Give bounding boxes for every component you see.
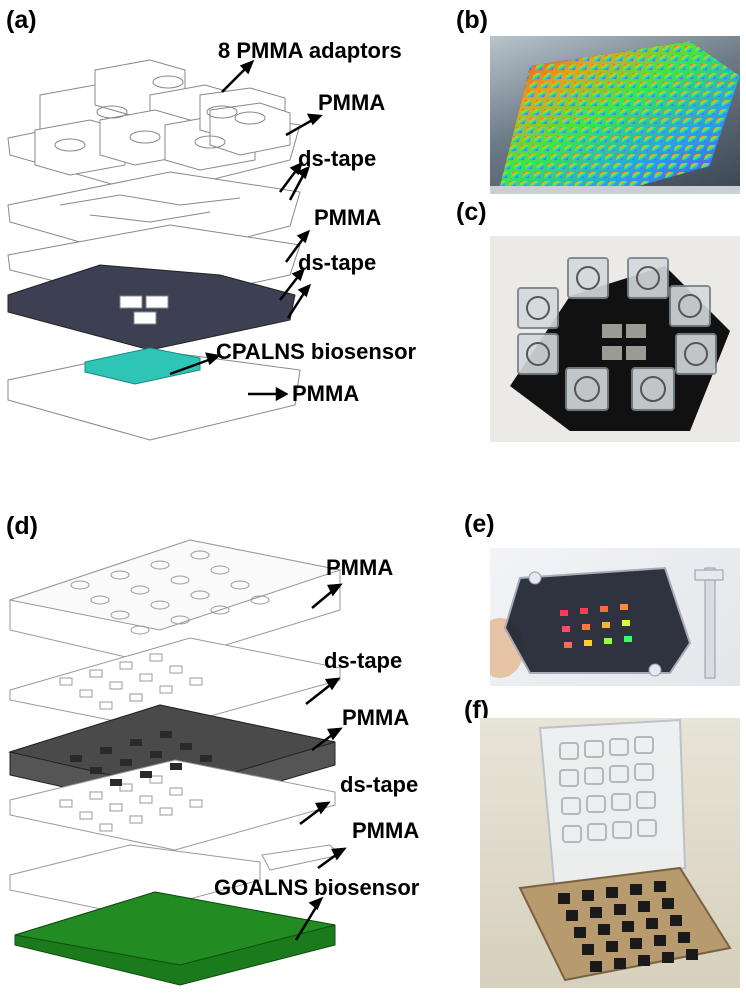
panel-label-a: (a)	[6, 6, 37, 34]
d-label-pmma-mid: PMMA	[342, 705, 410, 730]
d-ds-tape-1	[9, 637, 341, 731]
d-label-tape-1: ds-tape	[324, 648, 403, 673]
photo-e-color-spots	[560, 604, 632, 648]
photo-c-assembled-device	[490, 236, 740, 442]
photo-f-square-holes	[558, 881, 698, 972]
d-pmma-bottom	[9, 844, 261, 916]
panel-label-c: (c)	[456, 198, 487, 226]
d-dark-layer-holes	[70, 731, 212, 786]
panel-label-e: (e)	[464, 510, 495, 538]
photo-b-color-squares	[490, 41, 740, 194]
photo-b-nanostructure-array	[490, 36, 740, 194]
a-adaptor-cubes	[34, 59, 291, 176]
a-label-biosensor: CPALNS biosensor	[216, 339, 417, 364]
d-label-pmma-top: PMMA	[326, 555, 394, 580]
a-label-pmma-bottom: PMMA	[292, 381, 360, 406]
a-label-pmma-top: PMMA	[318, 90, 386, 115]
a-label-pmma-mid: PMMA	[314, 205, 382, 230]
panel-label-b: (b)	[456, 6, 488, 34]
a-label-tape-2: ds-tape	[298, 250, 377, 275]
d-label-pmma-bottom: PMMA	[352, 818, 420, 843]
d-ds-tape-2	[9, 759, 336, 851]
d-well-grid	[59, 550, 270, 832]
a-label-adaptors: 8 PMMA adaptors	[218, 38, 402, 63]
a-cpalns-sensor	[84, 347, 201, 385]
panel-label-d: (d)	[6, 512, 38, 540]
d-label-biosensor: GOALNS biosensor	[214, 875, 420, 900]
photo-f-well-grid	[559, 736, 657, 843]
a-label-tape-1: ds-tape	[298, 146, 377, 171]
photo-e-handheld-chip	[490, 548, 740, 686]
photo-f-open-chip	[480, 718, 740, 988]
d-label-tape-2: ds-tape	[340, 772, 419, 797]
